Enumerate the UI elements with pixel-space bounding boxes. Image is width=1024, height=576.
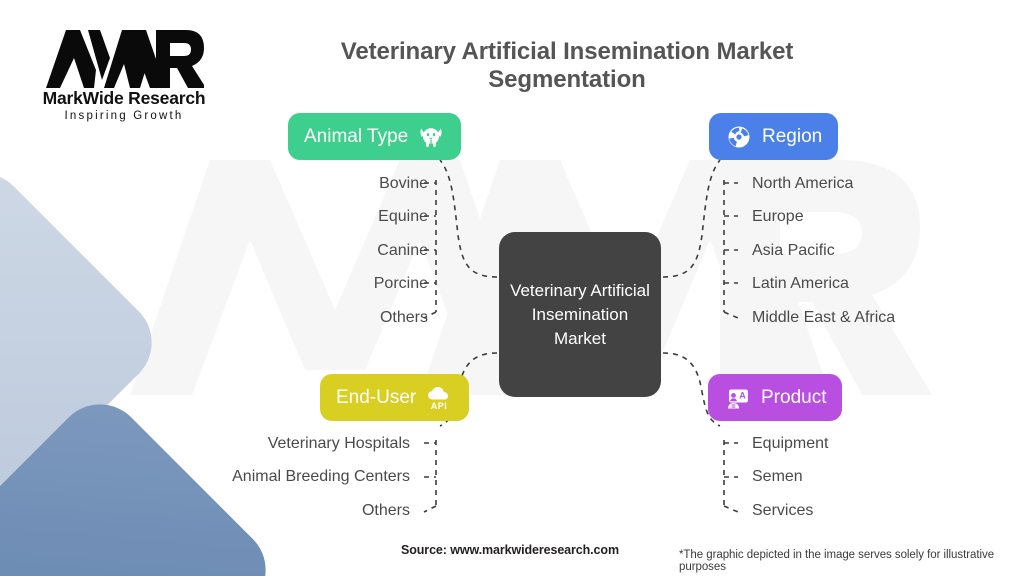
cloud-api-icon: API bbox=[425, 384, 453, 412]
list-item: Bovine bbox=[379, 175, 428, 192]
branch-items-product: Equipment Semen Services bbox=[752, 435, 952, 535]
list-item: Services bbox=[752, 501, 814, 519]
branch-badge-animal-type[interactable]: Animal Type bbox=[288, 113, 462, 160]
list-item: Veterinary Hospitals bbox=[267, 435, 410, 452]
branch-label-product: Product bbox=[761, 386, 827, 408]
list-item: Semen bbox=[752, 468, 803, 486]
list-item: Equipment bbox=[752, 435, 829, 452]
disclaimer-text: *The graphic depicted in the image serve… bbox=[679, 549, 995, 573]
list-item: Others bbox=[379, 308, 428, 326]
page-title: Veterinary Artificial Insemination Marke… bbox=[340, 38, 794, 93]
mwr-logo-mark bbox=[46, 30, 204, 88]
branch-items-animal-type: Bovine Equine Canine Porcine Others bbox=[250, 175, 428, 342]
branch-badge-region[interactable]: Region bbox=[709, 113, 839, 160]
brand-tagline: Inspiring Growth bbox=[64, 110, 184, 122]
svg-text:API: API bbox=[431, 401, 448, 411]
branch-items-end-user: Veterinary Hospitals Animal Breeding Cen… bbox=[130, 435, 410, 535]
branch-label-region: Region bbox=[762, 125, 823, 147]
list-item: Asia Pacific bbox=[752, 241, 835, 259]
list-item: Canine bbox=[377, 241, 428, 259]
list-item: Europe bbox=[752, 208, 804, 226]
branch-badge-product[interactable]: A Product bbox=[708, 374, 843, 421]
branch-label-end-user: End-User bbox=[336, 386, 417, 408]
brand-logo: MarkWide Research Inspiring Growth bbox=[24, 28, 224, 122]
brand-name: MarkWide Research bbox=[42, 88, 206, 108]
list-item: North America bbox=[752, 175, 854, 192]
branch-items-region: North America Europe Asia Pacific Latin … bbox=[752, 175, 1012, 342]
center-node: Veterinary Artificial Insemination Marke… bbox=[499, 232, 661, 397]
list-item: Latin America bbox=[752, 275, 849, 293]
list-item: Animal Breeding Centers bbox=[232, 468, 410, 486]
globe-icon bbox=[725, 123, 753, 151]
svg-text:A: A bbox=[739, 390, 746, 400]
list-item: Equine bbox=[378, 208, 428, 226]
source-attribution: Source: www.markwideresearch.com bbox=[401, 543, 619, 557]
list-item: Others bbox=[361, 501, 410, 519]
id-badge-icon: A bbox=[724, 384, 752, 412]
dog-face-icon bbox=[417, 123, 445, 151]
list-item: Porcine bbox=[373, 275, 428, 293]
center-node-label: Veterinary Artificial Insemination Marke… bbox=[510, 280, 650, 348]
list-item: Middle East & Africa bbox=[752, 308, 896, 326]
branch-badge-end-user[interactable]: End-User API bbox=[320, 374, 470, 421]
branch-label-animal-type: Animal Type bbox=[304, 125, 409, 147]
